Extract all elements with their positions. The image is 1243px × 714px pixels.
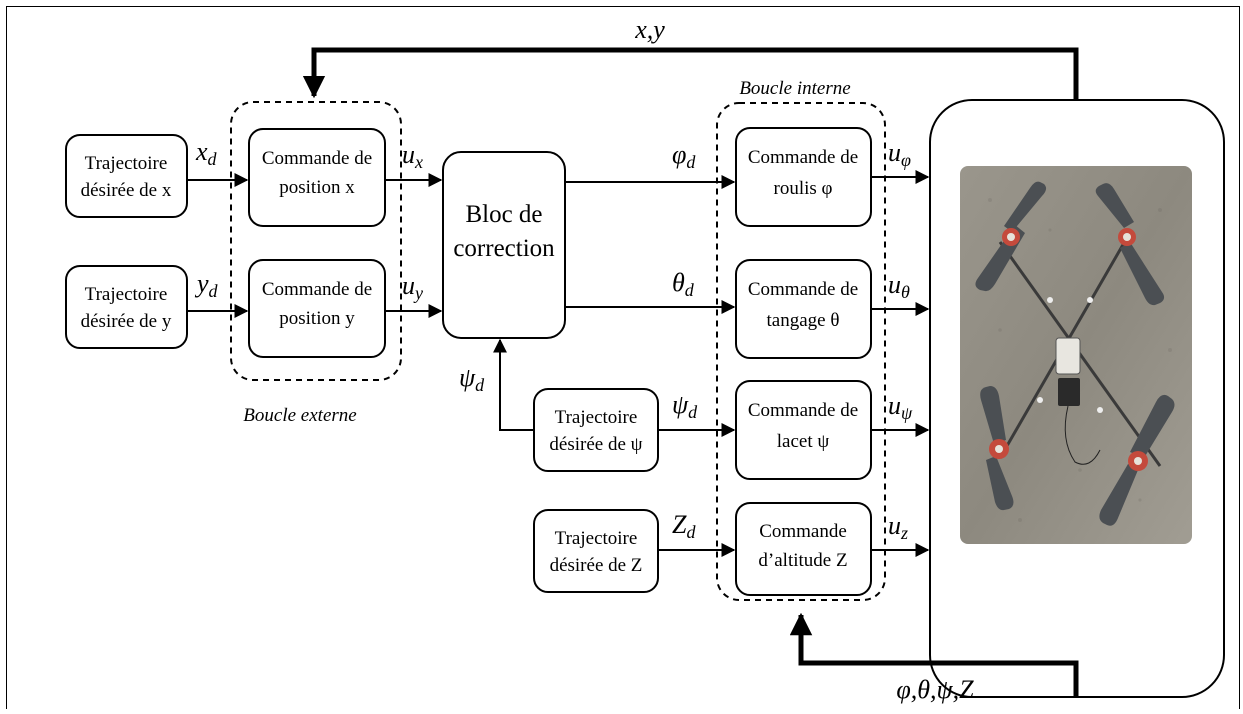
svg-text:Trajectoire: Trajectoire [85, 153, 168, 174]
position-y-controller: Commande de position y [248, 259, 386, 358]
svg-text:d’altitude Z: d’altitude Z [758, 550, 847, 571]
attitude-feedback-label: φ,θ,ψ,Z [896, 675, 974, 704]
frame-right-border [1239, 6, 1240, 709]
svg-text:position y: position y [279, 308, 355, 329]
svg-text:tangage θ: tangage θ [767, 310, 840, 331]
frame-top-border [6, 6, 1240, 7]
altitude-controller: Commande d’altitude Z [735, 502, 872, 596]
inner-loop-label: Boucle interne [739, 78, 850, 99]
svg-text:Trajectoire: Trajectoire [555, 528, 638, 549]
trajectory-z-box: Trajectoire désirée de Z [533, 509, 659, 593]
svg-text:Commande de: Commande de [748, 279, 858, 300]
arrow-psid-to-correction [493, 338, 534, 431]
inner-loop-region [716, 102, 886, 601]
xy-feedback-label: x,y [634, 15, 665, 44]
svg-text:désirée de x: désirée de x [81, 180, 172, 201]
svg-text:Bloc de: Bloc de [465, 201, 542, 228]
outer-loop-region [230, 101, 402, 381]
svg-text:désirée de ψ: désirée de ψ [549, 434, 642, 455]
svg-text:Trajectoire: Trajectoire [85, 284, 168, 305]
trajectory-psi-box: Trajectoire désirée de ψ [533, 388, 659, 472]
signal-uphi: uφ [888, 138, 911, 170]
correction-block: Bloc de correction [442, 151, 566, 339]
trajectory-x-box: Trajectoire désirée de x [65, 134, 188, 218]
svg-text:Commande: Commande [759, 521, 847, 542]
svg-text:Commande de: Commande de [748, 147, 858, 168]
signal-uz: uz [888, 511, 908, 543]
svg-text:correction: correction [453, 235, 555, 262]
svg-text:Trajectoire: Trajectoire [555, 407, 638, 428]
svg-text:Commande de: Commande de [748, 400, 858, 421]
signal-xd: xd [195, 137, 218, 169]
signal-thetad: θd [672, 268, 695, 300]
signal-zd: Zd [672, 510, 696, 542]
outer-loop-label: Boucle externe [243, 405, 356, 426]
signal-psid-left: ψd [459, 363, 485, 395]
svg-text:désirée de Z: désirée de Z [550, 555, 643, 576]
svg-text:position x: position x [279, 177, 355, 198]
trajectory-y-box: Trajectoire désirée de y [65, 265, 188, 349]
position-x-controller: Commande de position x [248, 128, 386, 227]
svg-text:roulis φ: roulis φ [774, 178, 833, 199]
signal-utheta: uθ [888, 270, 910, 302]
frame-left-border [6, 6, 7, 709]
signal-upsi: uψ [888, 391, 913, 423]
yaw-controller: Commande de lacet ψ [735, 380, 872, 480]
signal-ux: ux [402, 140, 423, 172]
signal-yd: yd [194, 269, 219, 301]
roll-controller: Commande de roulis φ [735, 127, 872, 227]
svg-text:Commande de: Commande de [262, 148, 372, 169]
svg-text:désirée de y: désirée de y [81, 311, 172, 332]
svg-text:Commande de: Commande de [262, 279, 372, 300]
pitch-controller: Commande de tangage θ [735, 259, 872, 359]
signal-phid: φd [672, 140, 696, 172]
svg-text:lacet ψ: lacet ψ [777, 431, 830, 452]
attitude-feedback-path [789, 612, 1079, 697]
quadrotor-photo [960, 166, 1192, 544]
xy-feedback-path [302, 47, 1079, 100]
signal-uy: uy [402, 271, 423, 303]
signal-psid-right: ψd [672, 390, 698, 422]
